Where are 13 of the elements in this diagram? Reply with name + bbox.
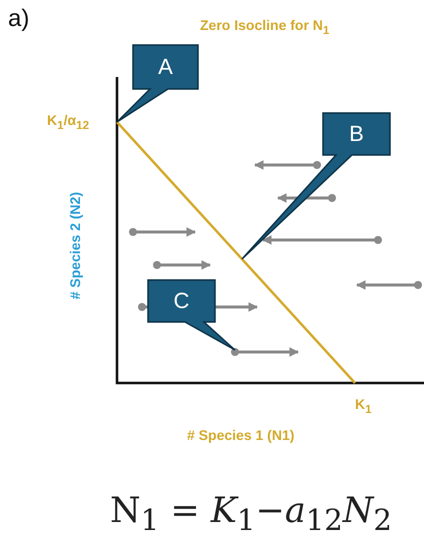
callout-letter: C: [174, 288, 190, 314]
callout-bubble: [147, 279, 236, 351]
axis-intercept-label: K$_{1}$: [355, 397, 372, 417]
callout-letter: B: [349, 121, 364, 147]
graph-title: Zero Isocline for N$_{1}$: [200, 18, 330, 38]
callout-bubble: [241, 112, 391, 260]
callout-letter: A: [158, 54, 173, 80]
panel-label: a): [8, 6, 30, 32]
equation: N$_{1}$ = K$_{1}$−a$_{12}$N$_{2}$: [110, 492, 392, 536]
axis-intercept-label: K$_{1}$/α$_{12}$: [47, 113, 90, 133]
axis-title: # Species 1 (N1): [187, 428, 294, 444]
axis-title: # Species 2 (N2): [68, 192, 83, 299]
callout-bubble: [116, 44, 199, 123]
